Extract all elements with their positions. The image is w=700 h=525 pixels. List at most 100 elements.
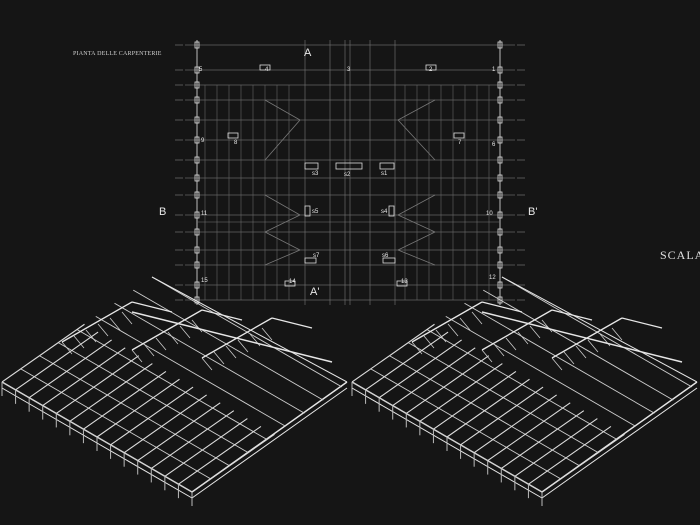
iso-right-rafter [419,363,503,422]
iso-right-truss-web [551,357,563,371]
node-label-6: 6 [492,142,496,148]
column-node [194,136,200,144]
section-b-left: B [159,206,167,218]
support-s4 [388,205,395,217]
truss-diagonal [397,119,436,161]
iso-right-rafter [405,355,490,414]
support-label-s7: s7 [313,253,320,259]
node-label-12: 12 [489,275,496,281]
iso-right-truss-web [541,319,553,333]
iso-left-rafter [15,331,99,391]
iso-right-rafter [514,418,598,477]
column-node [497,116,503,124]
node-label-14: 14 [289,279,296,285]
iso-left-rafter [123,394,207,454]
iso-left-rafter [137,402,221,462]
column-node [497,211,503,219]
iso-left-purlin [114,302,305,414]
iso-left-truss-web [225,345,237,359]
support-s5 [304,205,311,217]
iso-left-purlin [133,289,324,401]
iso-left-truss-web [261,327,273,341]
iso-right-rafter [433,370,517,430]
node-label-5: 5 [199,67,203,73]
iso-left-truss-web [237,339,249,353]
iso-right-truss-web [411,341,423,355]
iso-left-truss-web [143,343,155,357]
iso-left-truss-web [73,335,85,349]
column-node [497,156,503,164]
truss-diagonal [264,231,301,251]
iso-left-truss-web [121,311,133,325]
column-node [497,228,503,236]
iso-right-truss-web [529,325,541,339]
iso-left-truss-web [61,341,73,355]
node-label-15: 15 [201,278,208,284]
truss-diagonal [397,99,436,121]
column-node [194,96,200,104]
column-node [194,261,200,269]
iso-left-rafter [96,378,180,438]
column-node [497,66,503,74]
iso-right-rafter [473,394,557,454]
iso-right-truss-web [505,337,517,351]
column-node [497,136,503,144]
iso-right-truss [411,301,483,343]
section-a-bottom: A' [310,286,320,298]
beam-node [259,64,271,71]
support-label-s1: s1 [381,171,388,177]
beam-node [284,280,296,287]
column-node [497,41,503,49]
iso-right-truss-web [471,311,483,325]
truss-diagonal [264,214,301,233]
iso-right-truss [481,309,553,351]
beam-node [425,64,437,71]
iso-left-rafter [69,363,153,422]
node-label-4: 4 [265,67,269,73]
iso-left-truss-web [155,337,167,351]
column-node [194,156,200,164]
iso-right-purlin [464,302,655,414]
iso-right-truss-web [481,349,493,363]
iso-right-rafter [446,378,530,438]
iso-right-truss-web [459,317,471,331]
iso-right-purlin [483,289,674,401]
beam-node [227,132,239,139]
node-label-1: 1 [492,67,496,73]
iso-right-truss-web [563,351,575,365]
column-node [497,174,503,182]
iso-left-truss-web [131,349,143,363]
iso-left-truss-web [201,357,213,371]
iso-right-truss [481,301,523,313]
column-node [194,281,200,289]
column-node [497,296,503,304]
iso-left-edge [191,387,348,499]
truss-diagonal [264,194,301,216]
support-s2 [335,162,363,170]
column-node [194,228,200,236]
iso-left-rafter [150,410,235,469]
iso-left-ridge [131,311,333,363]
iso-left-truss [61,301,133,343]
truss-diagonal [264,119,301,161]
iso-left-truss [271,317,313,329]
support-s7 [304,257,317,264]
column-node [194,116,200,124]
iso-right-rafter [528,425,612,485]
iso-left-truss-web [97,323,109,337]
node-label-3: 3 [347,67,351,73]
support-s6 [382,257,396,264]
column-node [194,174,200,182]
node-label-13: 13 [401,279,408,285]
beam-node [453,132,465,139]
column-node [194,81,200,89]
iso-left-ridge [151,276,348,383]
iso-right-truss-web [447,323,459,337]
column-node [497,281,503,289]
iso-left-rafter [1,323,85,383]
column-node [194,66,200,74]
iso-left-truss-web [213,351,225,365]
